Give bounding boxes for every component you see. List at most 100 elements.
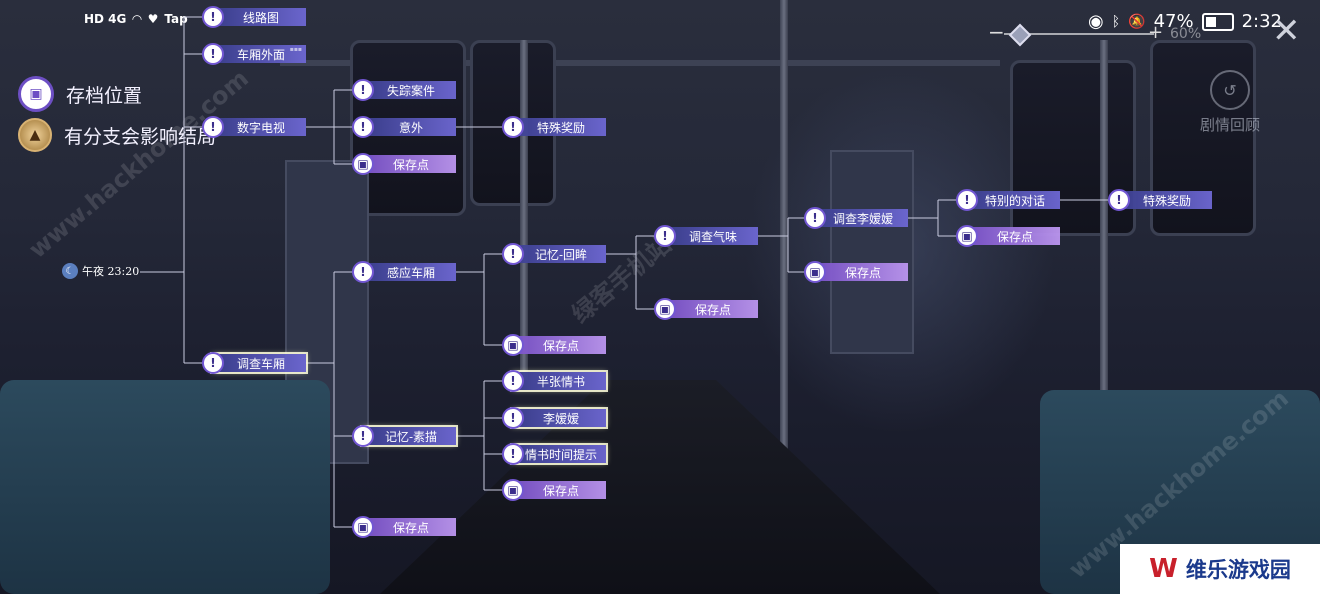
node-label: 数字电视 (236, 120, 285, 135)
alert-icon: ! (1108, 189, 1130, 211)
status-bar-right: ◉ ᛒ 🔕 47% 2:32 (1088, 11, 1282, 32)
cloud-moon-icon: ☾ (62, 263, 78, 279)
node-sense-car[interactable]: ! 感应车厢 (352, 261, 456, 283)
alert-icon: ! (502, 443, 524, 465)
node-label: 调查车厢 (236, 356, 285, 371)
node-label: 失踪案件 (386, 83, 435, 98)
zoom-slider[interactable]: − + 60% (988, 20, 1201, 47)
legend-branch: ▲ 有分支会影响结局 (18, 118, 216, 152)
save-icon: ▣ (804, 261, 826, 283)
alert-icon: ! (502, 370, 524, 392)
node-missing-case[interactable]: ! 失踪案件 (352, 79, 456, 101)
node-label: 特殊奖励 (536, 120, 585, 135)
save-icon: ▣ (956, 225, 978, 247)
node-label: 李嫒嫒 (542, 411, 579, 426)
alert-icon: ! (202, 43, 224, 65)
legend-save-label: 存档位置 (66, 84, 143, 107)
zoom-in-icon[interactable]: + (1148, 22, 1164, 43)
node-label: 意外 (398, 120, 423, 135)
brand-watermark: W 维乐游戏园 (1120, 544, 1320, 594)
battery-icon (1201, 12, 1234, 31)
zoom-value: 60% (1170, 26, 1202, 42)
network-indicator: HD 4G (84, 12, 127, 26)
node-save-point[interactable]: ▣ 保存点 (502, 334, 606, 356)
node-label: 记忆-回眸 (534, 247, 588, 262)
zoom-out-icon[interactable]: − (988, 20, 1005, 44)
story-review-button[interactable]: ↺ 剧情回顾 (1192, 70, 1268, 135)
alert-icon: ! (352, 425, 374, 447)
zoom-track[interactable] (1004, 33, 1154, 35)
node-label: 保存点 (542, 338, 579, 353)
node-label: 保存点 (694, 302, 731, 317)
alert-icon: ! (352, 79, 374, 101)
node-letter-time[interactable]: ! 情书时间提示 (502, 443, 608, 465)
node-save-point[interactable]: ▣ 保存点 (352, 153, 456, 175)
node-label: 保存点 (996, 229, 1033, 244)
alert-icon: ! (502, 407, 524, 429)
node-special-dialog[interactable]: ! 特别的对话 (956, 189, 1060, 211)
node-memory-past[interactable]: ! 记忆-回眸 (502, 243, 606, 265)
node-save-point[interactable]: ▣ 保存点 (804, 261, 908, 283)
node-investigate-smell[interactable]: ! 调查气味 (654, 225, 758, 247)
pole (1100, 40, 1108, 470)
node-save-point[interactable]: ▣ 保存点 (352, 516, 456, 538)
alert-icon: ! (654, 225, 676, 247)
node-save-point[interactable]: ▣ 保存点 (502, 479, 606, 501)
save-icon: ▣ (352, 153, 374, 175)
pole (520, 40, 528, 380)
node-label: 线路图 (242, 10, 279, 25)
node-special-reward-2[interactable]: ! 特殊奖励 (1108, 189, 1212, 211)
node-label: 调查气味 (688, 229, 737, 244)
legend-branch-label: 有分支会影响结局 (64, 125, 217, 148)
bluetooth-icon: ᛒ (1111, 13, 1121, 30)
node-digital-tv[interactable]: ! 数字电视 (202, 116, 306, 138)
eye-icon: ◉ (1088, 11, 1104, 32)
node-label: 情书时间提示 (524, 447, 597, 462)
node-investigate-li[interactable]: ! 调查李嫒嫒 (804, 207, 908, 229)
wifi-icon: ◠ (132, 12, 142, 26)
door (830, 150, 914, 354)
node-label: 特殊奖励 (1142, 193, 1191, 208)
node-label: 感应车厢 (386, 265, 435, 280)
alert-icon: ! (956, 189, 978, 211)
tap-label: Tap (164, 12, 188, 26)
node-label: 保存点 (392, 157, 429, 172)
node-label: 特别的对话 (984, 193, 1045, 208)
node-li-yuanyuan[interactable]: ! 李嫒嫒 (502, 407, 608, 429)
node-special-reward-1[interactable]: ! 特殊奖励 (502, 116, 606, 138)
status-bar-left: HD 4G ◠ ♥ Tap (84, 12, 188, 26)
node-route-map[interactable]: ! 线路图 (202, 6, 306, 28)
start-time-label: 午夜 23:20 (82, 265, 140, 278)
node-save-point[interactable]: ▣ 保存点 (956, 225, 1060, 247)
mute-icon: 🔕 (1128, 13, 1146, 30)
pole (780, 0, 788, 470)
alert-icon: ! (352, 116, 374, 138)
alert-icon: ! (352, 261, 374, 283)
ceiling-rail (280, 60, 1000, 66)
node-save-point[interactable]: ▣ 保存点 (654, 298, 758, 320)
clock: 2:32 (1241, 11, 1282, 32)
close-button[interactable]: ✕ (1272, 11, 1301, 51)
node-investigate-car[interactable]: ! 调查车厢 (202, 352, 308, 374)
node-memory-sketch[interactable]: ! 记忆-素描 (352, 425, 458, 447)
save-icon: ▣ (654, 298, 676, 320)
node-label: 保存点 (392, 520, 429, 535)
alert-icon: ! (502, 243, 524, 265)
save-icon: ▣ (18, 76, 54, 112)
battery-percent: 47% (1153, 11, 1194, 32)
node-accident[interactable]: ! 意外 (352, 116, 456, 138)
alert-icon: ! (502, 116, 524, 138)
heart-icon: ♥ (147, 12, 159, 26)
brand-logo: W (1149, 554, 1178, 584)
alert-icon: ! (202, 6, 224, 28)
node-label: 保存点 (542, 483, 579, 498)
node-label: 调查李嫒嫒 (832, 211, 893, 226)
alert-icon: ! (804, 207, 826, 229)
node-half-letter[interactable]: ! 半张情书 (502, 370, 608, 392)
node-label: 保存点 (844, 265, 881, 280)
node-car-outside[interactable]: ! 车厢外面 ▪▪▪ (202, 43, 306, 65)
start-time-node: ☾ 午夜 23:20 (62, 263, 139, 279)
branch-icon: ▲ (18, 118, 52, 152)
